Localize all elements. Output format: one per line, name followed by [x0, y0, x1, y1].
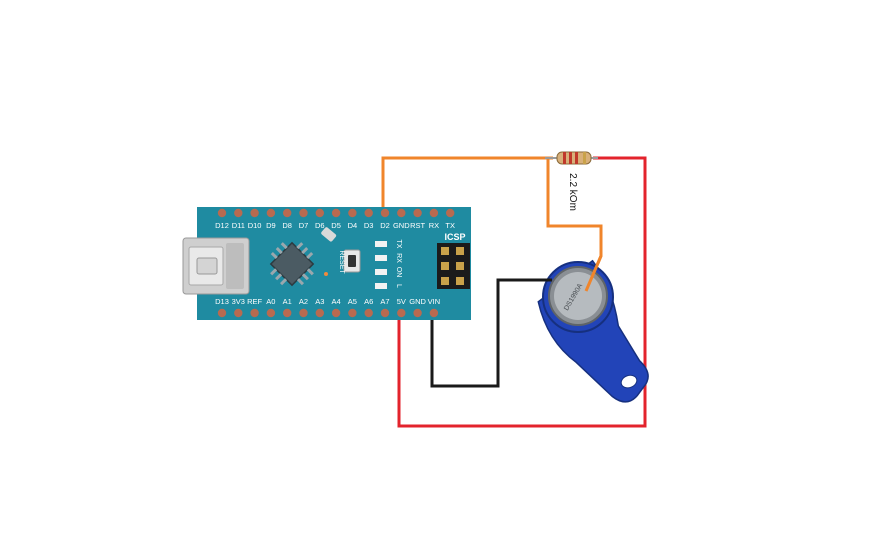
top-pin-d5 [331, 208, 341, 218]
bottom-pin-label: A7 [380, 297, 389, 306]
bottom-pin-label: 3V3 [232, 297, 245, 306]
reset-label: RESET [338, 250, 345, 274]
led-label-l: L [395, 284, 402, 288]
bottom-pin-label: D13 [215, 297, 229, 306]
top-pin-d4 [348, 208, 357, 218]
top-pin-label: D12 [215, 221, 229, 230]
bottom-pin-label: A5 [348, 297, 357, 306]
top-pin-label: D9 [266, 221, 276, 230]
reset-button [343, 249, 361, 273]
bottom-pin-label: A6 [364, 297, 373, 306]
bottom-pin-header [217, 308, 439, 318]
top-pin-d2 [380, 208, 390, 218]
bottom-pin-vin [429, 308, 439, 318]
icsp-header [437, 243, 470, 289]
top-pin-label: D11 [232, 221, 245, 230]
bottom-pin-d13 [217, 308, 227, 318]
bottom-pin-label: REF [247, 297, 262, 306]
bottom-pin-label: 5V [397, 297, 406, 306]
bottom-pin-label: VIN [428, 297, 441, 306]
top-pin-d12 [217, 208, 227, 218]
icsp-label: ICSP [444, 232, 465, 242]
top-pin-gnd [397, 208, 406, 218]
top-pin-label: D4 [348, 221, 358, 230]
top-pin-label: D2 [380, 221, 390, 230]
resistor-value-label: 2.2 kOm [567, 173, 578, 211]
led-label-tx: TX [395, 240, 402, 249]
crystal-oscillator [321, 227, 337, 242]
red-wire-5v [397, 156, 647, 428]
top-pin-d7 [299, 208, 308, 218]
top-pin-d11 [234, 208, 243, 218]
top-pin-label: D7 [299, 221, 309, 230]
top-pin-header [217, 208, 455, 218]
top-pin-d9 [266, 208, 276, 218]
bottom-pin-a3 [315, 308, 324, 318]
top-pin-d10 [250, 208, 259, 218]
top-pin-d3 [364, 208, 373, 218]
top-pin-label: TX [445, 221, 455, 230]
orange-wire-tip [584, 255, 603, 292]
black-wire-gnd [430, 278, 552, 388]
bottom-pin-label: A1 [283, 297, 292, 306]
top-pin-tx [446, 208, 455, 218]
top-pin-label: RX [429, 221, 439, 230]
top-pin-label: D3 [364, 221, 374, 230]
top-pin-label: GND [393, 221, 410, 230]
resistor [545, 151, 598, 165]
bottom-pin-a5 [348, 308, 357, 318]
top-pin-label: D8 [282, 221, 292, 230]
top-pin-label: RST [410, 221, 425, 230]
top-pin-d6 [315, 208, 324, 218]
bottom-pin-label: A2 [299, 297, 308, 306]
status-leds [375, 241, 387, 289]
bottom-pin-a7 [380, 308, 390, 318]
bottom-pin-label: A4 [332, 297, 341, 306]
top-pin-label: D6 [315, 221, 325, 230]
bottom-pin-ref [250, 308, 259, 318]
led-label-on: ON [395, 267, 402, 278]
top-pin-d8 [283, 208, 292, 218]
bottom-pin-a4 [331, 308, 341, 318]
bottom-pin-5v [397, 308, 406, 318]
bottom-pin-label: GND [409, 297, 426, 306]
bottom-pin-a6 [364, 308, 373, 318]
bottom-pin-a1 [283, 308, 292, 318]
status-component [324, 272, 328, 276]
top-pin-label: D10 [248, 221, 262, 230]
orange-wire-d2 [381, 156, 553, 213]
bottom-pin-a2 [299, 308, 308, 318]
bottom-pin-gnd [413, 308, 422, 318]
led-label-rx: RX [395, 253, 402, 263]
top-pin-label: D5 [331, 221, 341, 230]
bottom-pin-a0 [266, 308, 276, 318]
bottom-pin-label: A3 [315, 297, 324, 306]
bottom-pin-3v3 [234, 308, 243, 318]
bottom-pin-label: A0 [266, 297, 275, 306]
top-pin-rx [429, 208, 439, 218]
top-pin-rst [413, 208, 422, 218]
microcontroller-chip [269, 241, 315, 287]
usb-connector [182, 237, 250, 295]
